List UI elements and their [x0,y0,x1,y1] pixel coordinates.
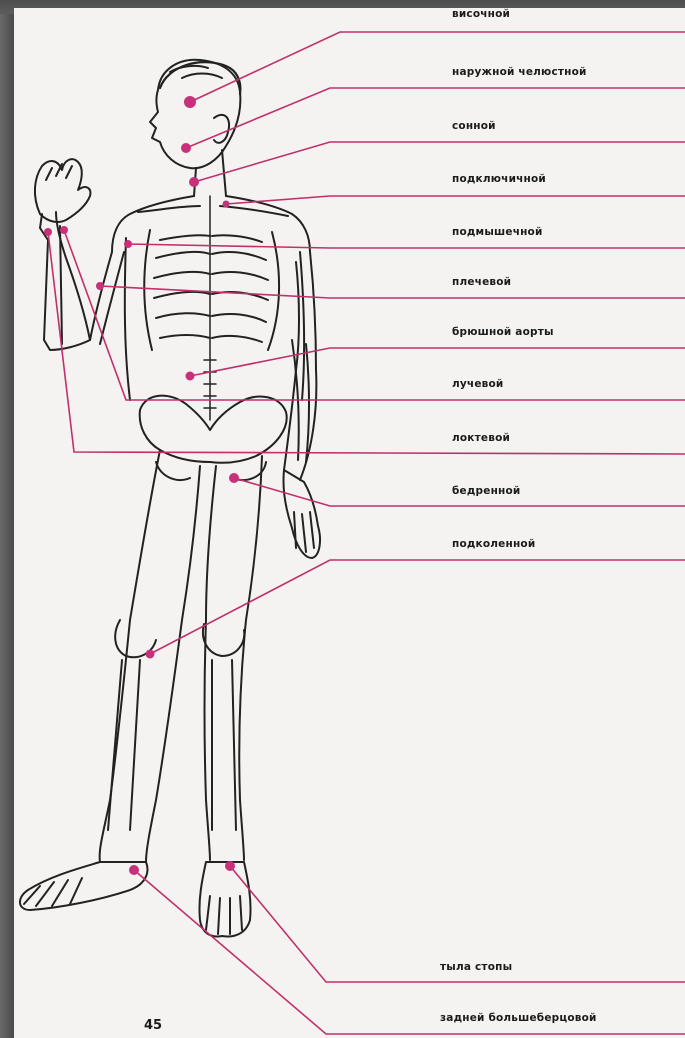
leader-lines [48,32,685,1034]
leader-line-posterior-tibial [134,870,685,1034]
pulse-point-dorsalis-pedis [225,861,235,871]
label-ulnar: локтевой [452,432,510,444]
pulse-point-posterior-tibial [129,865,139,875]
label-femoral: бедренной [452,485,520,497]
pulse-point-radial [60,226,68,234]
label-axillary: подмышечной [452,226,543,238]
leader-line-facial [186,88,685,148]
page-number: 45 [144,1018,162,1033]
pulse-point-facial [181,143,191,153]
leader-line-axillary [128,244,685,248]
label-popliteal: подколенной [452,538,535,550]
pulse-point-ulnar [44,228,52,236]
leader-line-aorta [190,348,685,376]
leader-line-ulnar [48,232,685,454]
label-facial: наружной челюстной [452,66,587,78]
label-posterior-tibial: задней большеберцовой [440,1012,597,1024]
label-carotid: сонной [452,120,496,132]
pulse-point-temporal [184,96,196,108]
leader-line-temporal [190,32,685,102]
pulse-point-popliteal [146,650,155,659]
label-temporal: височной [452,8,510,20]
pulse-point-aorta [186,372,195,381]
label-aorta: брюшной аорты [452,326,554,338]
human-figure [20,60,320,937]
label-subclavian: подключичной [452,173,546,185]
label-dorsalis-pedis: тыла стопы [440,961,512,973]
pulse-point-axillary [124,240,132,248]
leader-line-popliteal [150,560,685,654]
pulse-point-carotid [189,177,199,187]
leader-line-radial [64,230,685,400]
pulse-point-subclavian [223,201,230,208]
label-brachial: плечевой [452,276,511,288]
pulse-point-femoral [229,473,239,483]
label-radial: лучевой [452,378,503,390]
leader-line-subclavian [226,196,685,204]
pulse-point-brachial [96,282,104,290]
leader-line-carotid [194,142,685,182]
